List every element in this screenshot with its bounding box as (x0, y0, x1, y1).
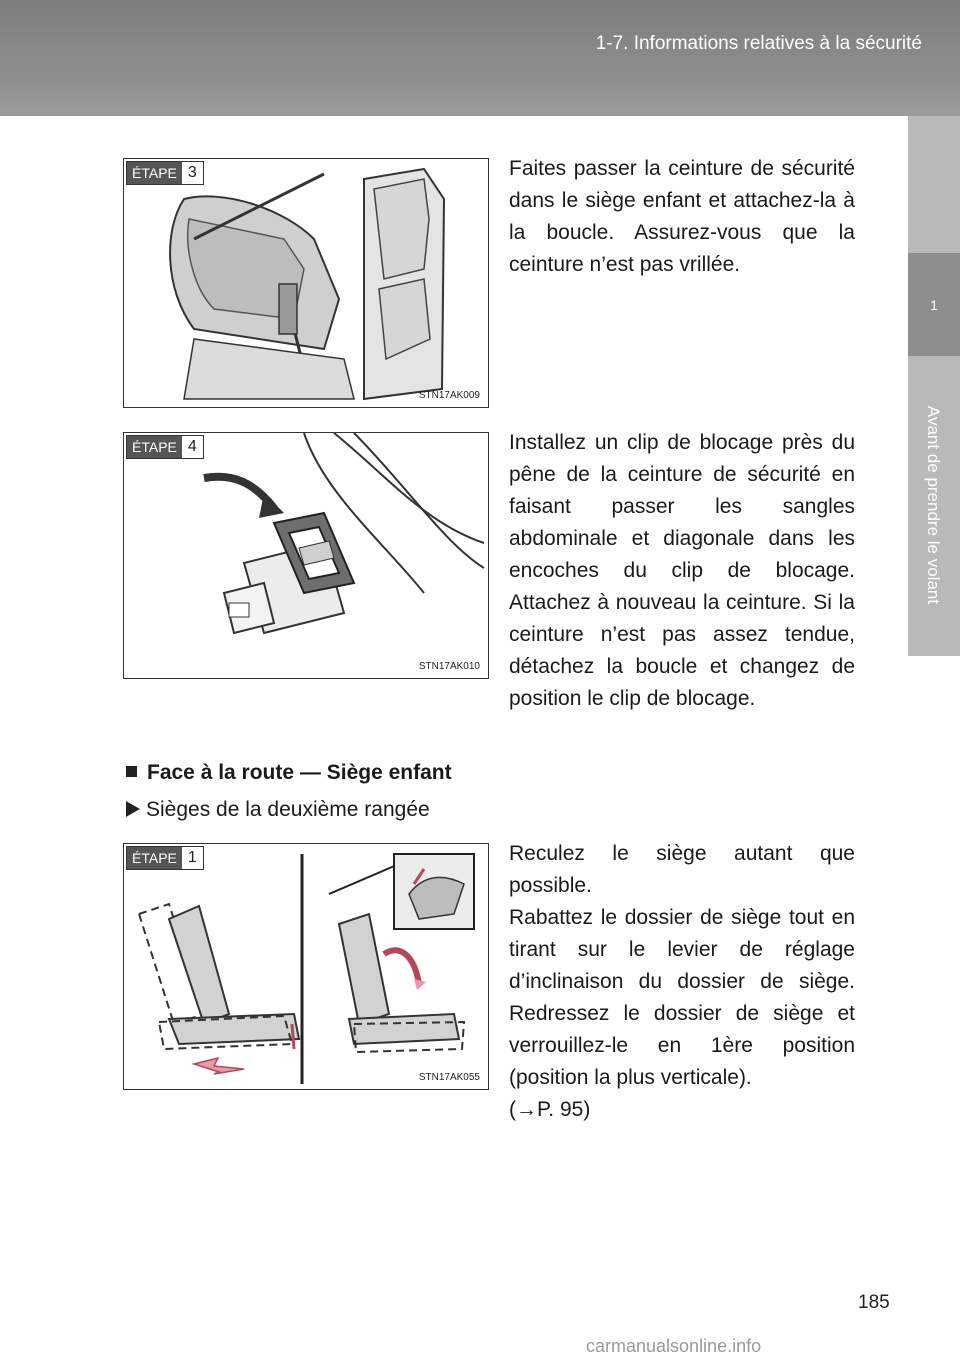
side-tab-number: 1 (908, 253, 960, 356)
step-1-paragraph-2: Rabattez le dossier de siège tout en tir… (509, 906, 855, 1089)
figure-step-3: ÉTAPE 3 STN17AK009 (123, 158, 489, 408)
figure-step-1: ÉTAPE 1 STN17AK055 (123, 843, 489, 1090)
locking-clip-illustration (203, 433, 485, 635)
section-title: Face à la route — Siège enfant (126, 761, 452, 785)
step-badge: ÉTAPE 1 (126, 846, 204, 870)
subsection-title-text: Sièges de la deuxième rangée (146, 798, 430, 821)
step-4-paragraph: Installez un clip de blocage près du pên… (509, 431, 855, 710)
figure-code: STN17AK010 (418, 661, 480, 672)
step-word: ÉTAPE (127, 436, 182, 458)
step-1-text: Reculez le siège autant que possible. Ra… (509, 838, 855, 1126)
step-word: ÉTAPE (127, 847, 182, 869)
step-word: ÉTAPE (127, 162, 182, 184)
step-number: 3 (187, 164, 197, 181)
chapter-title: 1-7. Informations relatives à la sécurit… (595, 33, 922, 54)
figure-code: STN17AK009 (418, 390, 480, 401)
square-bullet-icon (126, 766, 137, 777)
page-header: 1-7. Informations relatives à la sécurit… (0, 0, 960, 116)
second-row-seat-illustration (137, 853, 475, 1084)
side-tab-strip (908, 116, 960, 253)
watermark: carmanualsonline.info (586, 1336, 762, 1356)
step-4-text: Installez un clip de blocage près du pên… (509, 427, 855, 715)
step-3-text: Faites passer la ceinture de sécurité da… (509, 153, 855, 281)
step-3-paragraph: Faites passer la ceinture de sécurité da… (509, 157, 855, 276)
step-badge: ÉTAPE 3 (126, 161, 204, 185)
figure-step-4: ÉTAPE 4 STN17AK010 (123, 432, 489, 679)
subsection-title: Sièges de la deuxième rangée (126, 798, 430, 822)
side-tab-strip (908, 356, 960, 656)
triangle-bullet-icon (126, 801, 140, 817)
section-title-text: Face à la route — Siège enfant (147, 761, 452, 784)
step-1-paragraph-1: Reculez le siège autant que possible. (509, 842, 855, 897)
step-number: 1 (187, 849, 197, 866)
figure-code: STN17AK055 (418, 1072, 480, 1083)
step-badge: ÉTAPE 4 (126, 435, 204, 459)
side-tab-label: Avant de prendre le volant (924, 405, 943, 605)
step-number: 4 (187, 438, 197, 455)
child-seat-belt-illustration (169, 167, 446, 401)
page-number: 185 (858, 1292, 890, 1313)
page-reference: (→P. 95) (509, 1098, 591, 1121)
